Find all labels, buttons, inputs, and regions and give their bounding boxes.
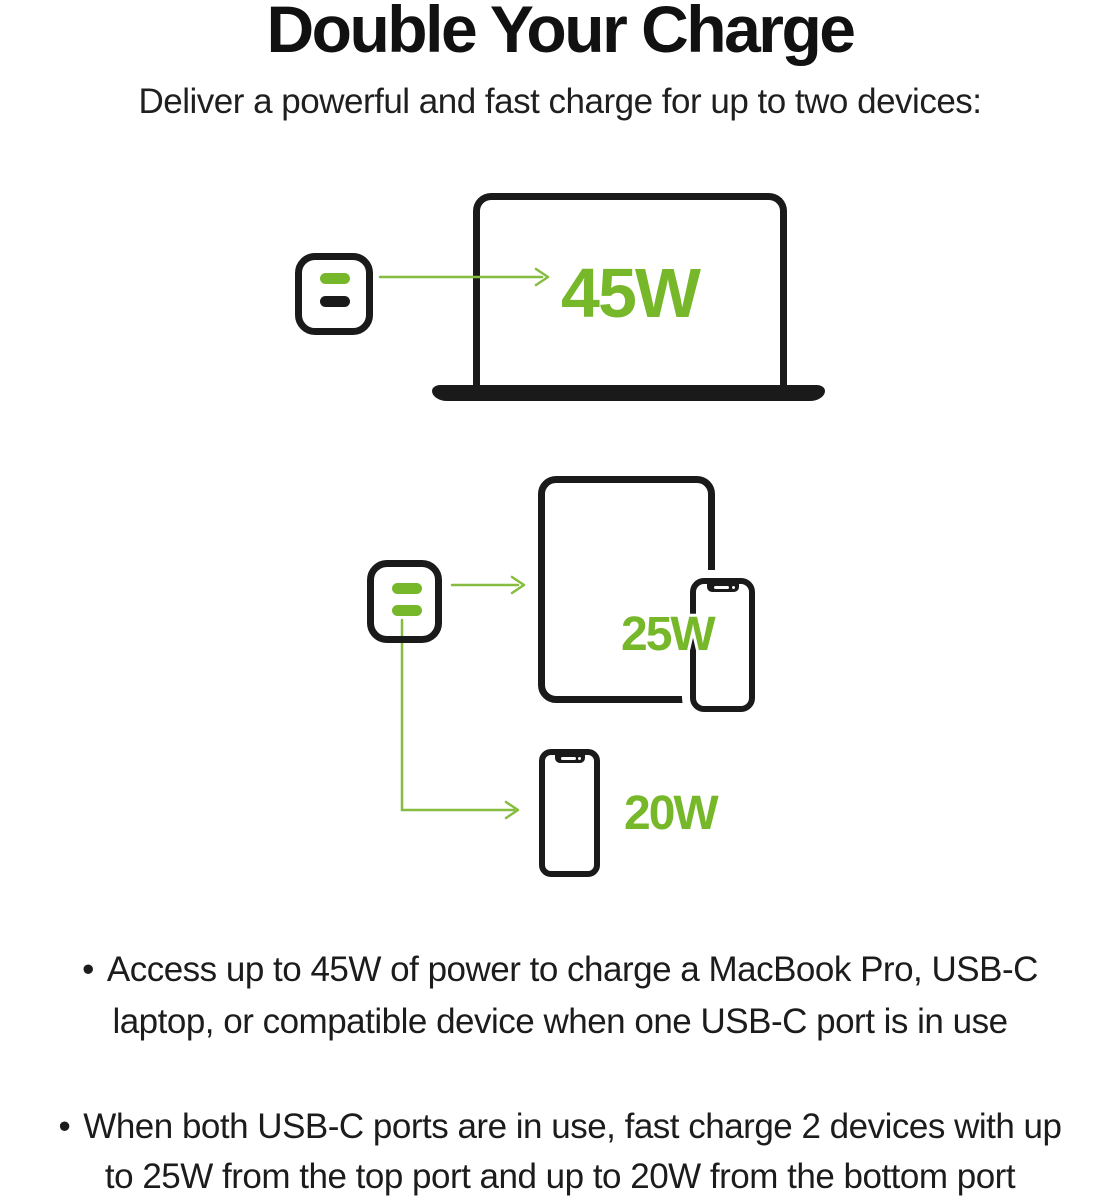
usb-c-charger-icon <box>367 560 442 643</box>
arrow-right-icon <box>450 575 526 595</box>
usb-c-charger-icon <box>295 253 373 335</box>
phone-speaker-icon <box>713 586 729 589</box>
phone-camera-icon <box>577 757 581 760</box>
page-subtitle: Deliver a powerful and fast charge for u… <box>138 82 982 121</box>
bullet-text: Access up to 45W of power to charge a Ma… <box>106 950 1039 989</box>
bullet-text: When both USB-C ports are in use, fast c… <box>83 1107 1062 1146</box>
bullet-item: • Access up to 45W of power to charge a M… <box>0 944 1120 1048</box>
bullet-marker: • <box>58 1107 71 1146</box>
wattage-label-45w: 45W <box>561 254 701 332</box>
usb-c-port-top-icon <box>392 583 422 594</box>
smartphone-icon <box>539 749 600 877</box>
bullet-line: • When both USB-C ports are in use, fast … <box>0 1102 1120 1152</box>
bullet-marker: • <box>82 950 94 989</box>
bullet-text: to 25W from the top port and up to 20W f… <box>104 1157 1016 1196</box>
usb-c-port-bottom-icon <box>320 296 350 307</box>
bullet-line: to 25W from the top port and up to 20W f… <box>0 1152 1120 1200</box>
bullet-line: laptop, or compatible device when one US… <box>0 996 1120 1048</box>
usb-c-port-top-icon <box>320 273 350 284</box>
bullet-item: • When both USB-C ports are in use, fast … <box>0 1102 1120 1200</box>
phone-notch-icon <box>554 754 585 763</box>
bullet-text: laptop, or compatible device when one US… <box>112 1002 1008 1041</box>
usb-c-port-bottom-icon <box>392 605 422 616</box>
wattage-label-20w: 20W <box>624 787 719 840</box>
l-connector-arrow-icon <box>400 618 520 820</box>
phone-speaker-icon <box>560 757 576 760</box>
smartphone-icon <box>690 578 755 712</box>
bullet-line: • Access up to 45W of power to charge a M… <box>0 944 1120 996</box>
wattage-label-25w: 25W <box>621 608 716 661</box>
phone-notch-icon <box>706 583 739 592</box>
arrow-right-icon <box>378 267 550 287</box>
tablet-icon <box>538 476 715 703</box>
laptop-icon <box>473 193 787 385</box>
page-title: Double Your Charge <box>266 0 856 66</box>
phone-camera-icon <box>731 586 735 589</box>
laptop-base <box>432 385 825 401</box>
